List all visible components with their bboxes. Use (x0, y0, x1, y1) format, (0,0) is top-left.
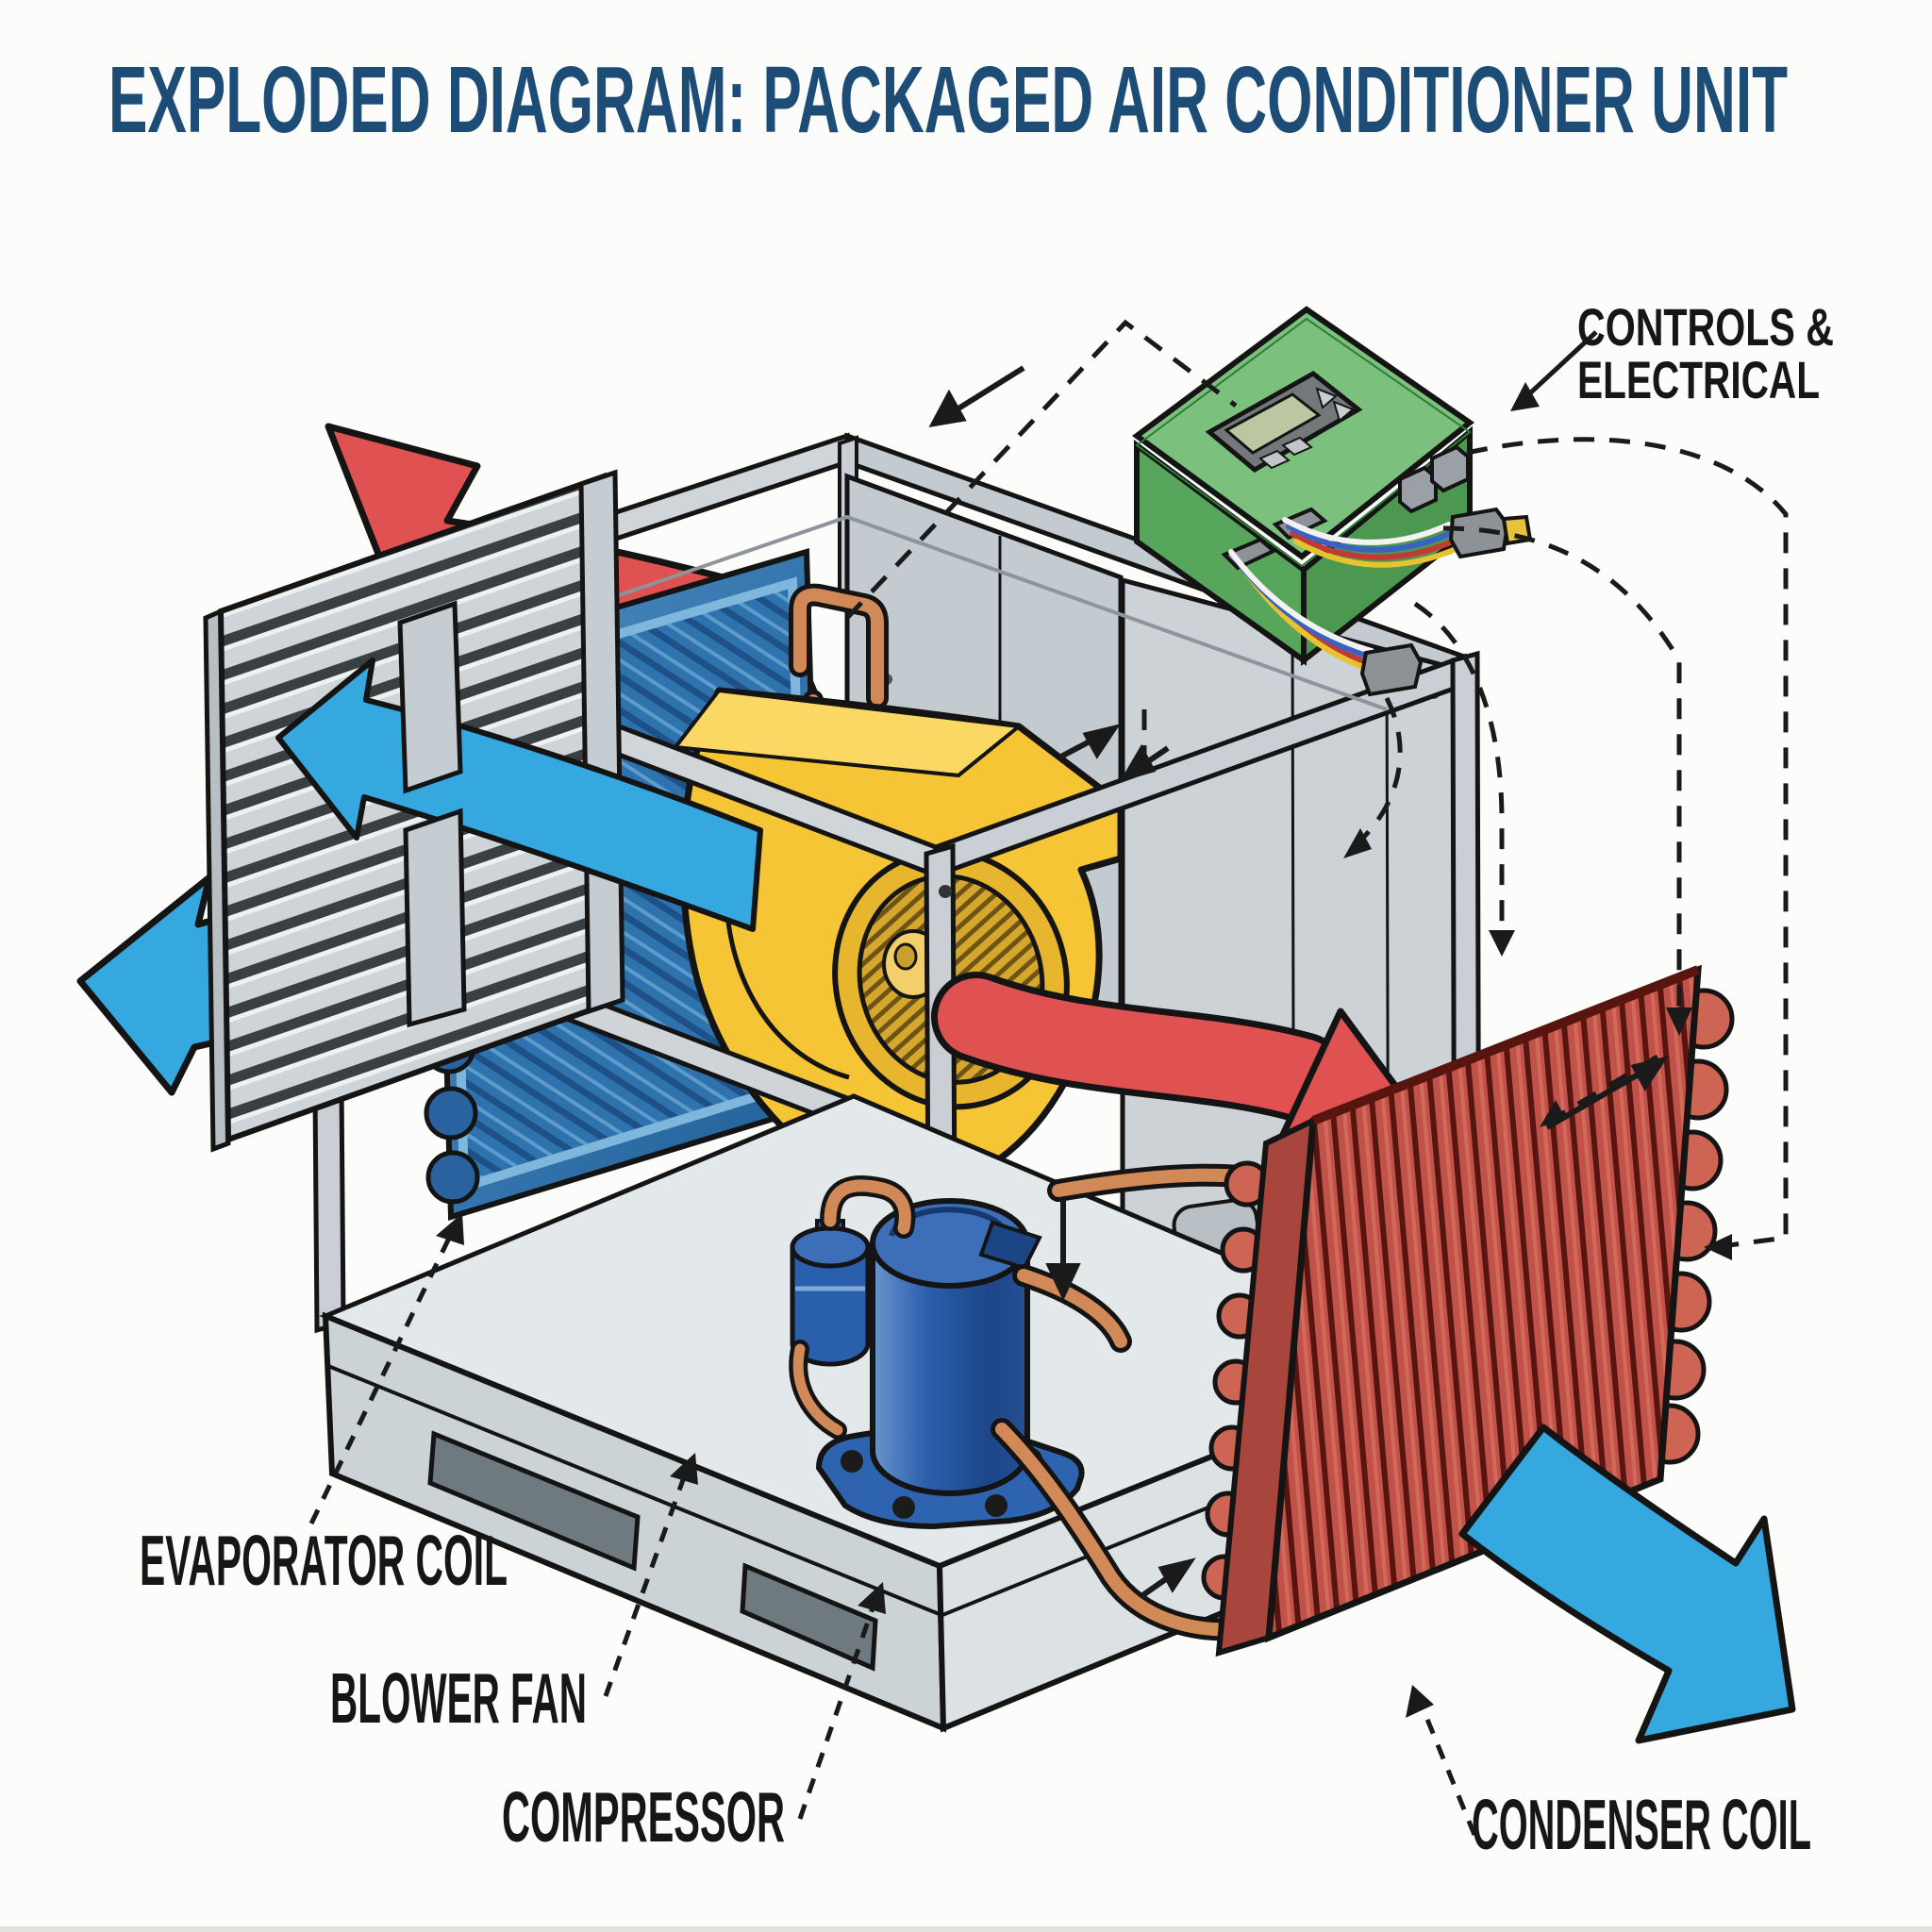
label-evaporator-coil: EVAPORATOR COIL (140, 1521, 508, 1600)
label-controls-line1: CONTROLS & (1577, 297, 1834, 357)
control-box (1131, 306, 1533, 697)
wiring-harness (1228, 517, 1463, 676)
assembly-routes (845, 319, 1789, 1250)
condenser-air-out-arrow-icon (1458, 1424, 1796, 1744)
forklift-slot (427, 1430, 641, 1572)
harness-plugs (1359, 507, 1533, 697)
terminal-blocks (1398, 444, 1470, 514)
control-display (1205, 370, 1363, 474)
label-controls-line2: ELECTRICAL (1577, 350, 1820, 409)
supply-air-band-arrow-icon (275, 600, 763, 1028)
label-compressor: COMPRESSOR (502, 1777, 785, 1857)
flow-direction-arrows (928, 365, 1669, 1599)
bottom-edge-line (0, 1926, 1932, 1932)
label-leaders (308, 330, 1598, 1836)
leader-arrowheads (436, 382, 1540, 1718)
label-blower-fan: BLOWER FAN (330, 1658, 587, 1738)
label-condenser-coil: CONDENSER COIL (1472, 1785, 1811, 1864)
forklift-slot (740, 1562, 878, 1672)
page-title: EXPLODED DIAGRAM: PACKAGED AIR CONDITION… (108, 47, 1788, 153)
route-arrowheads (1343, 828, 1732, 1260)
